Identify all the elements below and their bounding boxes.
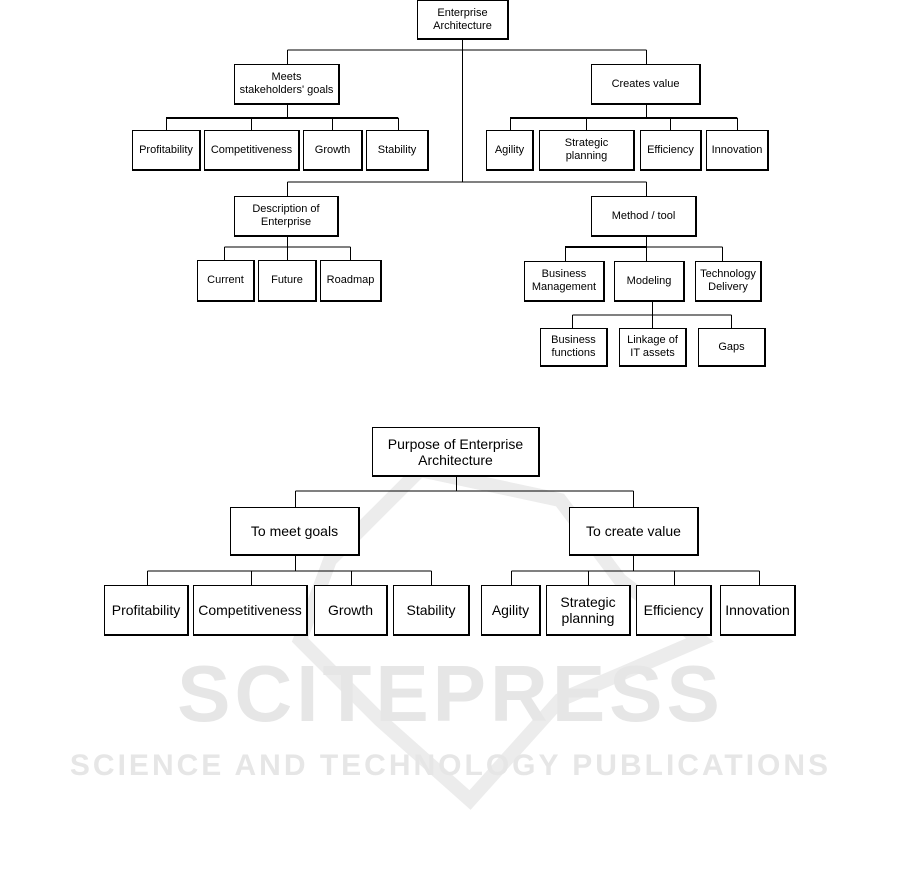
node-innovation-2: Innovation	[720, 585, 796, 636]
node-description-of-enterprise: Description of Enterprise	[234, 196, 339, 237]
node-stability: Stability	[366, 130, 429, 171]
node-business-management: Business Management	[524, 261, 605, 302]
node-modeling: Modeling	[614, 261, 685, 302]
node-competitiveness-2: Competitiveness	[193, 585, 308, 636]
node-business-functions: Business functions	[540, 328, 608, 367]
node-purpose-of-ea: Purpose of Enterprise Architecture	[372, 427, 540, 477]
node-to-meet-goals: To meet goals	[230, 507, 360, 556]
node-growth: Growth	[303, 130, 363, 171]
node-gaps: Gaps	[698, 328, 766, 367]
node-technology-delivery: Technology Delivery	[695, 261, 762, 302]
node-current: Current	[197, 260, 255, 302]
node-roadmap: Roadmap	[320, 260, 382, 302]
node-to-create-value: To create value	[569, 507, 699, 556]
node-competitiveness: Competitiveness	[204, 130, 300, 171]
node-growth-2: Growth	[314, 585, 388, 636]
node-stability-2: Stability	[393, 585, 470, 636]
node-strategic-planning-2: Strategic planning	[546, 585, 631, 636]
node-efficiency-2: Efficiency	[636, 585, 712, 636]
node-creates-value: Creates value	[591, 64, 701, 105]
node-method-tool: Method / tool	[591, 196, 697, 237]
watermark-title: SCITEPRESS	[177, 649, 724, 738]
node-innovation: Innovation	[706, 130, 769, 171]
node-profitability-2: Profitability	[104, 585, 189, 636]
node-future: Future	[258, 260, 317, 302]
node-strategic-planning: Strategic planning	[539, 130, 635, 171]
node-profitability: Profitability	[132, 130, 201, 171]
node-efficiency: Efficiency	[640, 130, 702, 171]
node-agility: Agility	[486, 130, 534, 171]
node-meets-stakeholders-goals: Meets stakeholders' goals	[234, 64, 340, 105]
node-enterprise-architecture: Enterprise Architecture	[417, 0, 509, 40]
node-linkage-of-it-assets: Linkage of IT assets	[619, 328, 687, 367]
node-agility-2: Agility	[481, 585, 541, 636]
watermark-subtitle: SCIENCE AND TECHNOLOGY PUBLICATIONS	[69, 749, 832, 782]
